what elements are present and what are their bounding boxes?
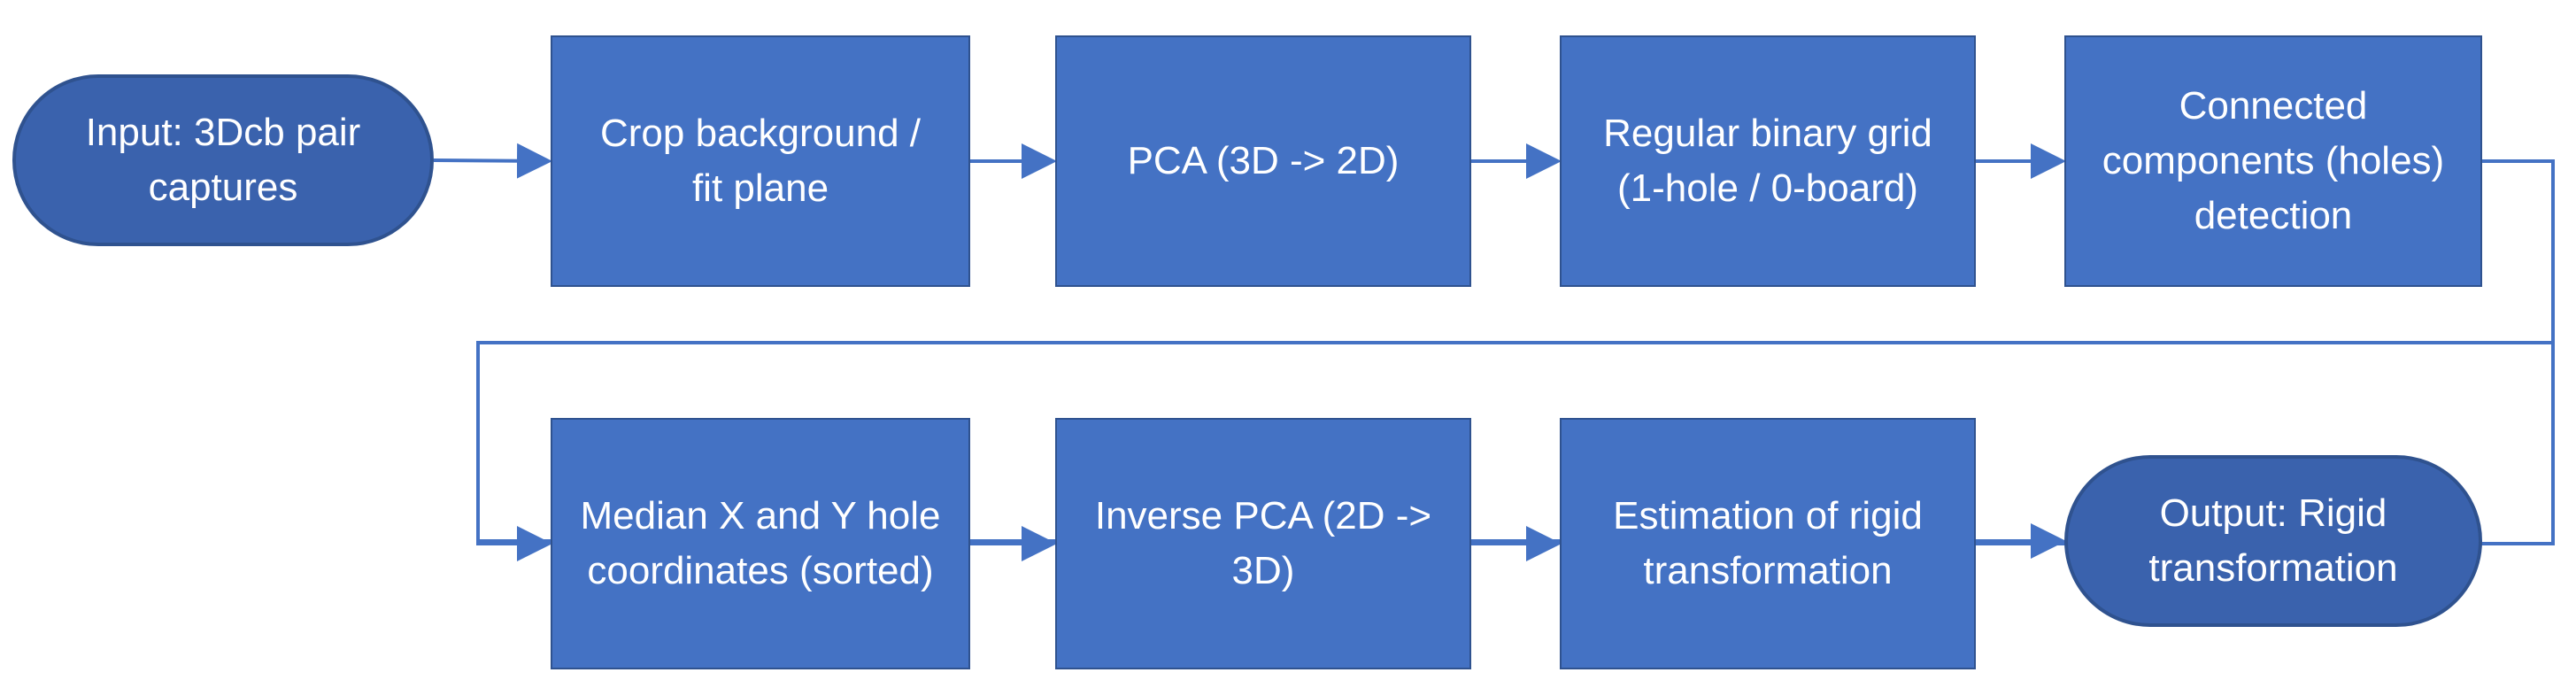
node-label: Connected components (holes) detection	[2102, 84, 2445, 237]
node-input: Input: 3Dcb pair captures	[12, 74, 434, 246]
node-label: Output: Rigid transformation	[2148, 491, 2398, 590]
node-label: Median X and Y hole coordinates (sorted)	[580, 494, 941, 592]
node-inverse: Inverse PCA (2D -> 3D)	[1055, 418, 1471, 669]
node-label: Crop background / fit plane	[600, 112, 921, 210]
node-label: Inverse PCA (2D -> 3D)	[1094, 494, 1432, 592]
node-crop: Crop background / fit plane	[551, 35, 970, 287]
node-label: PCA (3D -> 2D)	[1127, 139, 1400, 182]
node-label: Input: 3Dcb pair captures	[85, 111, 361, 209]
node-components: Connected components (holes) detection	[2064, 35, 2482, 287]
node-label: Regular binary grid (1-hole / 0-board)	[1603, 112, 1932, 210]
node-pca: PCA (3D -> 2D)	[1055, 35, 1471, 287]
node-label: Estimation of rigid transformation	[1613, 494, 1923, 592]
node-output: Output: Rigid transformation	[2064, 455, 2482, 627]
node-grid: Regular binary grid (1-hole / 0-board)	[1560, 35, 1976, 287]
node-median: Median X and Y hole coordinates (sorted)	[551, 418, 970, 669]
node-estimation: Estimation of rigid transformation	[1560, 418, 1976, 669]
arrow-input-to-crop	[433, 143, 552, 179]
